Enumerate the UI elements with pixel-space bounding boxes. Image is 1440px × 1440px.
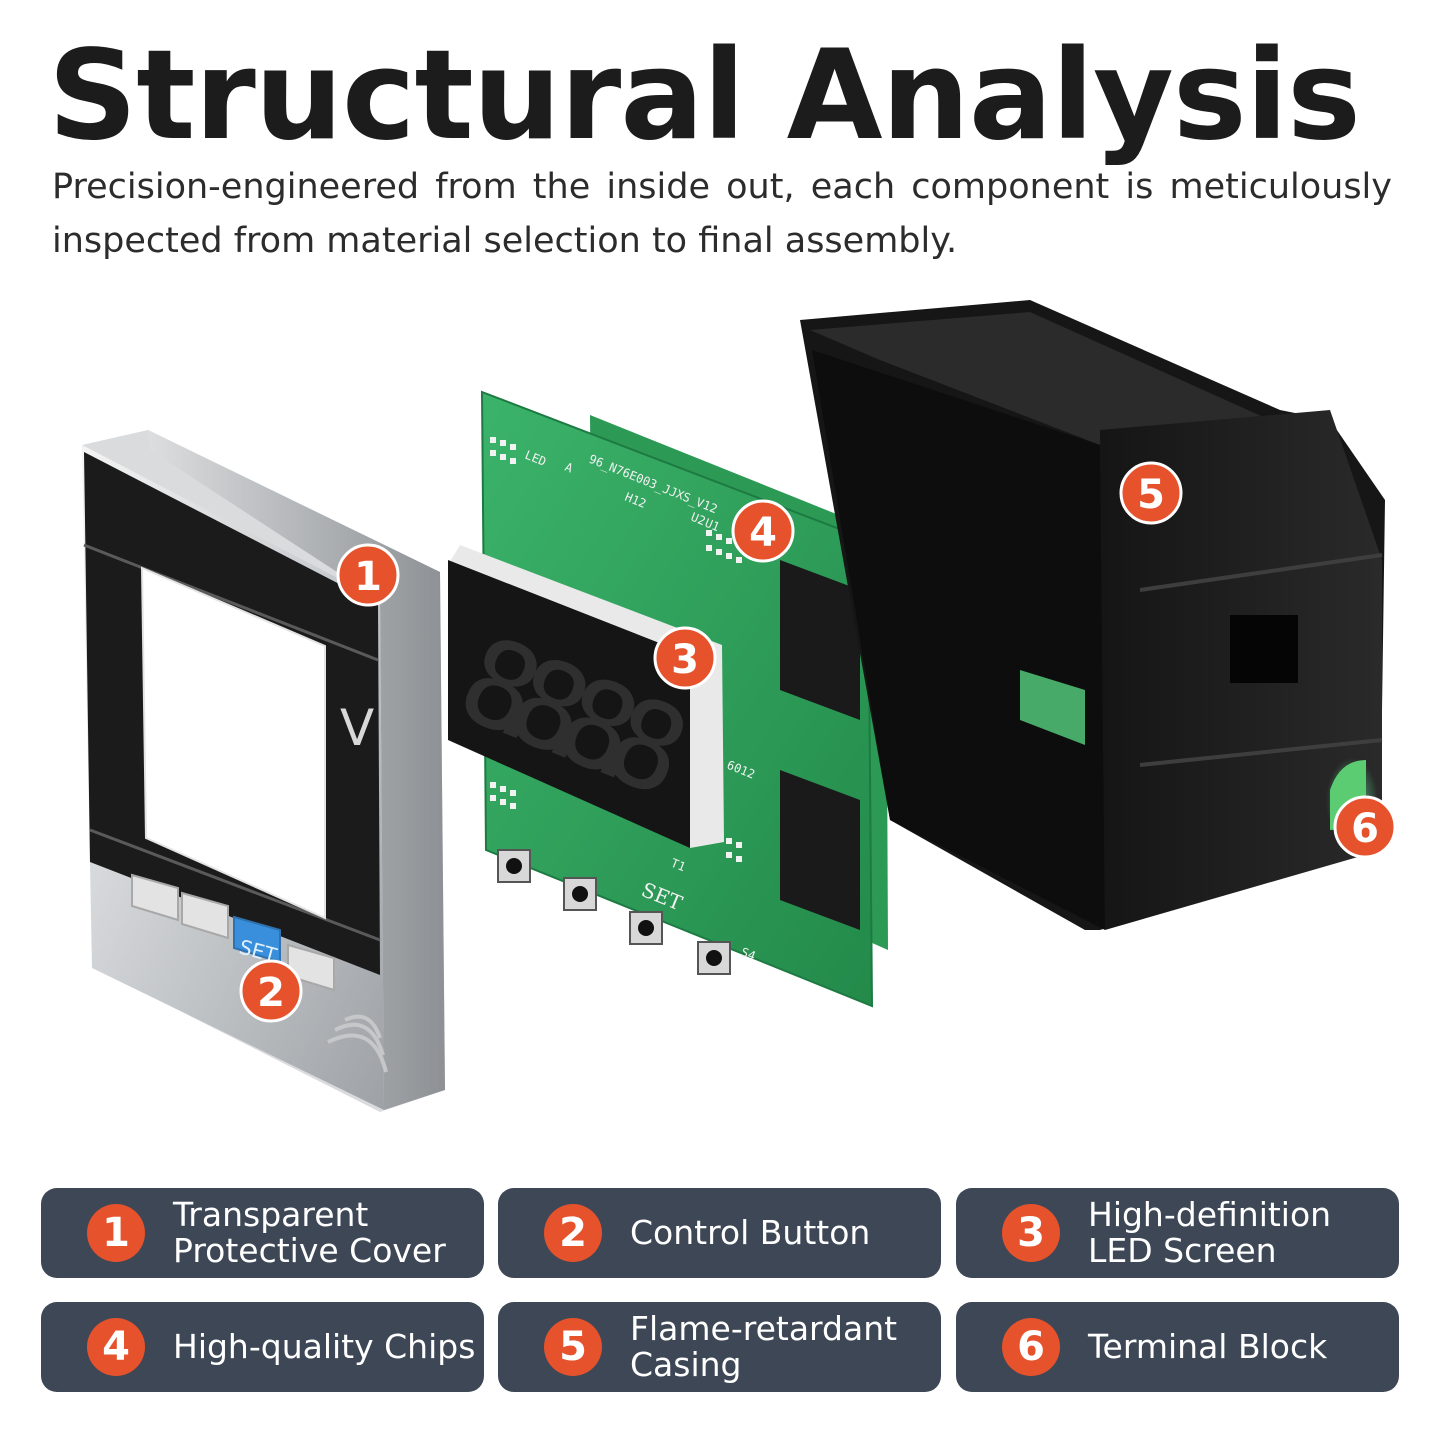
pcb-text-u1: U1 [703, 516, 722, 534]
casing [800, 300, 1385, 930]
pcb-text-t1: T1 [669, 856, 688, 874]
legend-number: 5 [544, 1318, 602, 1376]
front-buttons: SET [131, 873, 335, 992]
legend-label: High-quality Chips [173, 1327, 476, 1366]
legend-label: Control Button [630, 1213, 871, 1252]
pcb-text-s4: S4 [739, 945, 758, 963]
legend-number: 1 [87, 1204, 145, 1262]
legend-label: High-definition LED Screen [1088, 1195, 1332, 1270]
logo-watermark [327, 1014, 388, 1073]
legend-item-terminal-block: 6 Terminal Block [956, 1302, 1399, 1392]
callout-4: 4 [731, 499, 795, 563]
legend-label: Flame-retardant Casing [630, 1309, 898, 1384]
legend-number: 3 [1002, 1204, 1060, 1262]
legend-item-chips: 4 High-quality Chips [41, 1302, 484, 1392]
svg-text:1: 1 [354, 554, 382, 600]
legend-label: Transparent Protective Cover [173, 1195, 446, 1270]
callout-1: 1 [336, 543, 400, 607]
callout-6: 6 [1333, 795, 1397, 859]
page-subtitle: Precision-engineered from the inside out… [52, 167, 1392, 261]
legend-number: 4 [87, 1318, 145, 1376]
svg-text:4: 4 [749, 510, 777, 556]
legend-number: 2 [544, 1204, 602, 1262]
svg-text:3: 3 [671, 637, 699, 683]
svg-text:2: 2 [257, 970, 285, 1016]
legend-item-led-screen: 3 High-definition LED Screen [956, 1188, 1399, 1278]
legend-item-casing: 5 Flame-retardant Casing [498, 1302, 941, 1392]
svg-text:6: 6 [1351, 806, 1379, 852]
pcb-text-u2: U2 [689, 510, 708, 528]
callout-2: 2 [239, 959, 303, 1023]
legend-item-protective-cover: 1 Transparent Protective Cover [41, 1188, 484, 1278]
page-title: Structural Analysis [48, 24, 1361, 168]
legend-label: Terminal Block [1088, 1327, 1328, 1366]
exploded-view-illustration: V SET LED A 96_N76E003_JJXS_V12 H12 U2 U… [82, 300, 1397, 1112]
unit-label: V [340, 699, 374, 757]
callout-5: 5 [1119, 461, 1183, 525]
callout-3: 3 [653, 626, 717, 690]
legend-number: 6 [1002, 1318, 1060, 1376]
pcb-tact-switches [497, 849, 731, 975]
legend-item-control-button: 2 Control Button [498, 1188, 941, 1278]
svg-text:5: 5 [1137, 472, 1165, 518]
